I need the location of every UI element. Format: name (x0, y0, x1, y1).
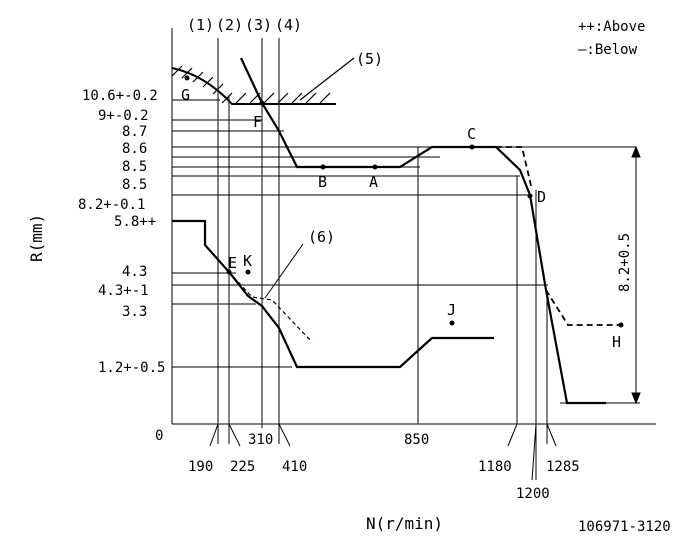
right-dashed-curve (545, 289, 625, 326)
point-B: B (318, 173, 327, 191)
x-tick-1285: 1285 (546, 459, 580, 475)
point-C: C (467, 125, 476, 143)
y-axis-label: R(mm) (27, 214, 46, 262)
callout-1: (1) (187, 16, 214, 34)
lower-dashed-curve (228, 271, 313, 343)
legend-below: —:Below (578, 42, 638, 58)
y-tick-8-7: 8.7 (122, 124, 147, 140)
x-tick-leaders (209, 423, 557, 481)
x-tick-190: 190 (188, 459, 213, 475)
dimension-label: 8.2+0.5 (617, 233, 633, 292)
x-tick-410: 410 (282, 459, 307, 475)
point-F: F (253, 113, 262, 131)
dimension-arrow (631, 145, 641, 405)
horizontal-reference-lines (172, 99, 640, 404)
point-J: J (447, 301, 456, 319)
y-tick-10-6: 10.6+-0.2 (82, 88, 158, 104)
lower-curve (172, 219, 494, 369)
point-H: H (612, 333, 621, 351)
y-tick-4-3: 4.3 (122, 264, 147, 280)
x-tick-1180: 1180 (478, 459, 512, 475)
x-tick-225: 225 (230, 459, 255, 475)
y-tick-9: 9+-0.2 (98, 108, 149, 124)
point-G: G (181, 86, 190, 104)
callout-2: (2) (216, 16, 243, 34)
y-tick-1-2: 1.2+-0.5 (98, 360, 165, 376)
y-tick-8-2: 8.2+-0.1 (78, 197, 145, 213)
figure-id: 106971-3120 (578, 519, 671, 535)
upper-curve (240, 57, 606, 405)
point-K: K (243, 252, 252, 270)
y-tick-5-8: 5.8++ (114, 214, 156, 230)
upper-dashed-curve (496, 146, 533, 191)
callout-6-leader (264, 243, 304, 299)
callout-6: (6) (308, 228, 335, 246)
x-tick-850: 850 (404, 432, 429, 448)
x-tick-310: 310 (248, 432, 273, 448)
point-D: D (537, 188, 546, 206)
y-tick-8-5a: 8.5 (122, 159, 147, 175)
origin-label: 0 (155, 428, 163, 444)
y-tick-4-3b: 4.3+-1 (98, 283, 149, 299)
point-E: E (228, 254, 237, 272)
y-tick-3-3: 3.3 (122, 304, 147, 320)
callout-3: (3) (245, 16, 272, 34)
y-tick-8-5b: 8.5 (122, 177, 147, 193)
x-axis-label: N(r/min) (366, 514, 443, 533)
measurement-dots (184, 75, 624, 328)
x-tick-1200: 1200 (516, 486, 550, 502)
hatched-stop (171, 57, 355, 105)
callout-4: (4) (275, 16, 302, 34)
legend-above: ++:Above (578, 19, 645, 35)
y-tick-8-6: 8.6 (122, 141, 147, 157)
point-A: A (369, 173, 378, 191)
callout-5: (5) (356, 50, 383, 68)
